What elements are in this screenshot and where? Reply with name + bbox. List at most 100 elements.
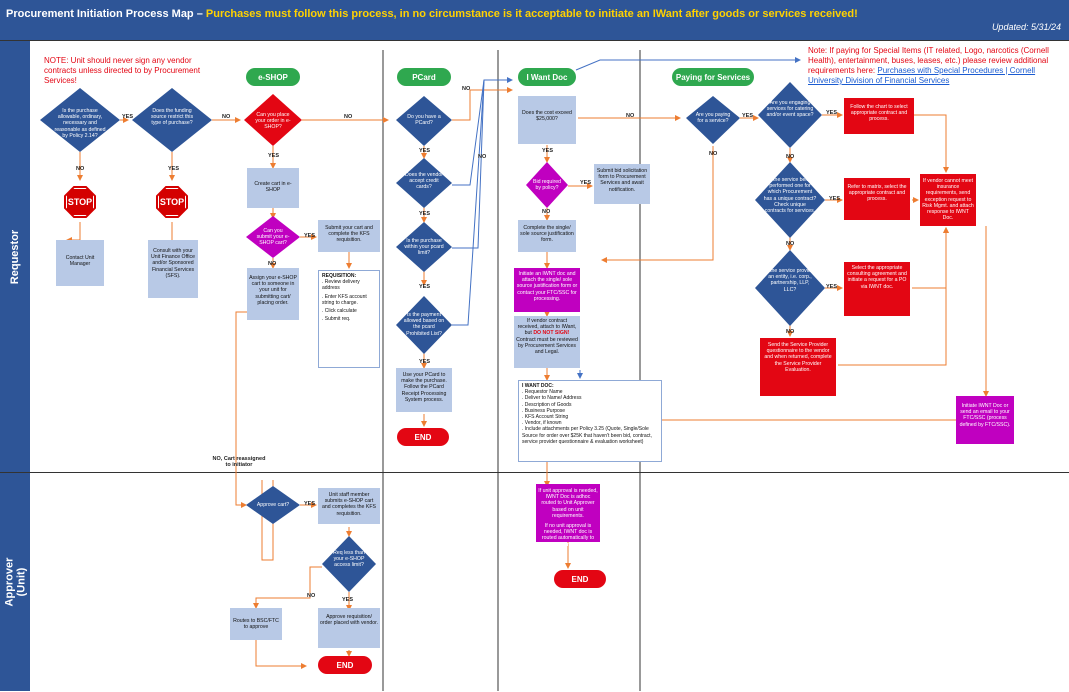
requisition-title: REQUISITION:: [322, 273, 357, 279]
iwant-doc-item: . Requestor Name: [522, 389, 563, 396]
diamond-eshop-place: Can you place your order in e-SHOP?: [255, 112, 291, 131]
label-yes: YES: [826, 110, 838, 116]
label-no: NO: [76, 166, 85, 172]
lane-approver: [0, 472, 1069, 692]
process-boxes: [56, 96, 1014, 648]
stop-sign-1-text: STOP: [66, 188, 94, 216]
diamond-allowable: Is the purchase allowable, ordinary, nec…: [54, 108, 106, 139]
label-no: NO: [478, 154, 487, 160]
iwant-doc-item: . Deliver to Name/ Address: [522, 395, 582, 402]
box-submit-bid: Submit bid solicitation form to Procurem…: [596, 168, 648, 193]
requisition-item: . Submit req.: [322, 316, 351, 323]
box-initiate-ftc: Initiate IWNT Doc or send an email to yo…: [959, 403, 1011, 428]
box-initiate-iwant: Initiate an IWNT doc and attach the sing…: [516, 271, 578, 302]
label-yes: YES: [304, 233, 316, 239]
requisition-item: . Review delivery address: [322, 279, 360, 292]
diamond-pcard-limit: Is the purchase within your pcard limit?: [404, 238, 444, 257]
iwant-doc-item: . Include attachments per Policy 3.25 (Q…: [522, 426, 652, 445]
iwant-doc-title: I WANT DOC:: [522, 383, 554, 389]
box-refer-matrix: Refer to matrix, select the appropriate …: [847, 184, 907, 203]
label-yes: YES: [580, 180, 592, 186]
diamond-approve-cart: Approve cart?: [256, 502, 290, 508]
iwant-doc-item: . KFS Account String: [522, 414, 569, 421]
stop-sign-2: STOP: [156, 186, 188, 218]
label-cart-reassigned: NO, Cart reassigned to initiator: [212, 456, 266, 468]
requisition-item: . Click calculate: [322, 308, 357, 315]
label-no: NO: [709, 151, 718, 157]
diamond-catering: Are you engaging services for catering a…: [766, 100, 814, 119]
lane-label-requestor: Requestor: [0, 41, 30, 472]
connectors: [66, 87, 989, 669]
label-yes: YES: [122, 114, 134, 120]
label-yes: YES: [342, 597, 354, 603]
services-header: Paying for Services: [672, 68, 754, 86]
unit-approval-text-1: If unit approval is needed, IWNT Doc is …: [538, 488, 598, 519]
label-no: NO: [268, 261, 277, 267]
diamond-submit-cart: Can you submit your e-SHOP cart?: [256, 228, 290, 247]
label-no: NO: [786, 154, 795, 160]
diamond-vendor-cards: Does the vendor accept credit cards?: [404, 172, 444, 191]
title-text: Procurement Initiation Process Map –: [6, 8, 206, 20]
label-yes: YES: [826, 284, 838, 290]
diamond-unique-contract: Is the service being performed one for w…: [763, 177, 817, 215]
diamond-paying-service: Are you paying for a service?: [695, 112, 731, 125]
label-yes: YES: [742, 113, 754, 119]
stop-sign-1: STOP: [64, 186, 96, 218]
note-vendor-contracts: NOTE: Unit should never sign any vendor …: [44, 56, 201, 85]
box-assign-cart: Assign your e-SHOP cart to someone in yo…: [249, 275, 297, 306]
end-iwant: END: [554, 570, 606, 588]
label-no: NO: [222, 114, 231, 120]
end-pcard: END: [397, 428, 449, 446]
label-no: NO: [462, 86, 471, 92]
subtitle-text: Purchases must follow this process, in n…: [205, 8, 858, 20]
box-submit-cart: Submit your cart and complete the KFS re…: [325, 225, 373, 244]
diamond-entity: Is the service provider an entity, i.e. …: [764, 268, 816, 293]
label-no: NO: [786, 329, 795, 335]
box-consulting: Select the appropriate consulting agreem…: [847, 265, 907, 290]
special-procedures-link[interactable]: Purchases with Special Procedures | Corn…: [808, 66, 1036, 85]
label-no: NO: [344, 114, 353, 120]
label-yes: YES: [829, 196, 841, 202]
label-no: NO: [542, 209, 551, 215]
label-yes: YES: [542, 148, 554, 154]
note-special-items-text: Note: If paying for Special Items (IT re…: [808, 46, 1049, 75]
label-no: NO: [626, 113, 635, 119]
vendor-contract-text-2: Contract must be reviewed by Procurement…: [516, 336, 578, 356]
box-routes: Routes to BSC/FTC to approve: [233, 618, 279, 631]
note-special-items: Note: If paying for Special Items (IT re…: [808, 46, 1064, 86]
label-yes: YES: [268, 153, 280, 159]
diamonds: [40, 82, 825, 592]
diamond-funding: Does the funding source restrict this ty…: [150, 108, 194, 127]
iwant-doc-item: . Description of Goods: [522, 401, 572, 408]
eshop-header: e-SHOP: [246, 68, 300, 86]
box-questionnaire: Send the Service Provider questionnaire …: [764, 342, 832, 373]
iwant-header: I Want Doc: [518, 68, 576, 86]
label-no: NO: [307, 593, 316, 599]
label-yes: YES: [419, 148, 431, 154]
label-no: NO: [786, 241, 795, 247]
requisition-list: REQUISITION: . Review delivery address .…: [318, 270, 380, 368]
iwant-doc-list: I WANT DOC: . Requestor Name . Deliver t…: [518, 380, 662, 462]
box-approve-req: Approve requisition/ order placed with v…: [320, 614, 378, 627]
diamond-have-pcard: Do you have a PCard?: [407, 114, 441, 127]
stop-sign-2-text: STOP: [158, 188, 186, 216]
page-title: Procurement Initiation Process Map – Pur…: [6, 8, 858, 20]
vendor-contract-text: If vendor contract received, attach to I…: [517, 318, 577, 337]
diamond-req-less: Req less than your e-SHOP access limit?: [333, 550, 365, 569]
label-yes: YES: [419, 284, 431, 290]
box-unit-staff: Unit staff member submits e-SHOP cart an…: [322, 492, 376, 517]
diamond-bid: Bid required by policy?: [533, 179, 561, 192]
box-single-source: Complete the single/ sole source justifi…: [520, 225, 574, 244]
column-separators: [382, 50, 641, 691]
iwant-doc-item: . Business Purpose: [522, 407, 566, 414]
title-bar: Procurement Initiation Process Map – Pur…: [0, 0, 1069, 41]
updated-date: Updated: 5/31/24: [991, 22, 1061, 32]
label-yes: YES: [419, 359, 431, 365]
connectors-blue: [452, 57, 801, 379]
box-create-cart: Create cart in e-SHOP: [254, 181, 292, 194]
diamond-prohibited: Is the payment allowed based on the pcar…: [403, 312, 445, 337]
unit-approval-text-2: If no unit approval is needed, IWNT doc …: [539, 523, 597, 548]
box-insurance: If vendor cannot meet insurance requirem…: [922, 178, 974, 222]
label-yes: YES: [168, 166, 180, 172]
